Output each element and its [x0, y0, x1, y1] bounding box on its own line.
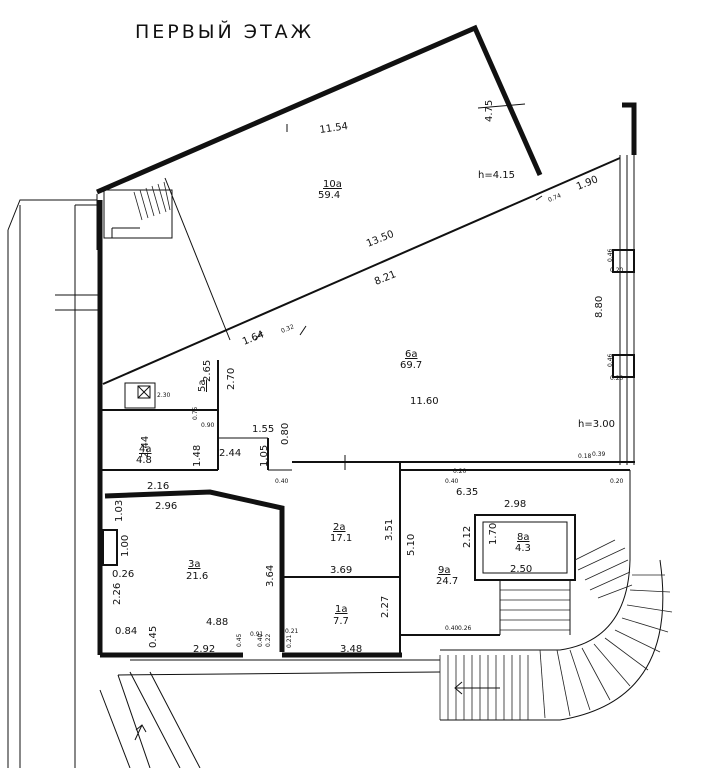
- dim-label: 1.70: [488, 523, 499, 545]
- dim-label: 11.54: [319, 121, 349, 136]
- small-markings: 0.32 0.74 0.46 0.20 0.46 0.20 0.39 0.18 …: [236, 192, 624, 648]
- room-3a-label: 3а 21.6: [186, 559, 208, 582]
- dim-label: 2.96: [155, 501, 177, 512]
- small-label: 0.20: [453, 468, 467, 475]
- small-label: 0.20: [610, 375, 624, 382]
- dim-label: 2.44: [140, 436, 151, 458]
- entrance-steps: [439, 655, 529, 720]
- dim-label: 1.55: [252, 424, 274, 435]
- dim-label: 4.88: [206, 617, 228, 628]
- dim-label: 0.80: [280, 423, 291, 445]
- dim-label: 2.50: [510, 564, 532, 575]
- dim-label: 0.45: [148, 626, 159, 648]
- small-label: 0.18: [578, 453, 592, 460]
- room-5a-label: 5а: [197, 380, 208, 393]
- dim-label: 6.35: [456, 487, 478, 498]
- dim-label: 11.60: [410, 396, 439, 407]
- dim-label: 2.44: [219, 448, 241, 459]
- dimension-ticks: [254, 103, 543, 341]
- dim-label: 1.64: [241, 329, 266, 348]
- small-label: 0.32: [280, 323, 295, 335]
- bottom-left-ramp: [99, 659, 441, 768]
- dim-label: 2.98: [504, 499, 526, 510]
- dim-label: 3.69: [330, 565, 352, 576]
- small-label: 0.20: [610, 267, 624, 274]
- dim-label: 0.75: [192, 406, 199, 420]
- room-1a-label: 1а 7.7: [333, 604, 349, 627]
- room-10-walls: [96, 24, 621, 385]
- dim-label: 0.84: [115, 626, 137, 637]
- room-1a-number: 1а: [335, 604, 348, 615]
- small-label: 0.40: [445, 625, 459, 632]
- dim-label: 2.27: [380, 596, 391, 618]
- room-10a-number: 10а: [323, 179, 342, 190]
- room-10a-height: h=4.15: [478, 170, 515, 181]
- dim-label: 0.26: [112, 569, 134, 580]
- dim-label: 2.30: [157, 392, 171, 399]
- dim-label: 8.21: [373, 269, 398, 288]
- dim-label: 1.00: [120, 535, 131, 557]
- small-label: 0.39: [592, 451, 606, 458]
- room-2a-label: 2а 17.1: [330, 522, 352, 544]
- dim-label: 13.50: [365, 229, 396, 250]
- interior-walls: [100, 360, 635, 658]
- dim-label: 2.92: [193, 644, 215, 655]
- room-6a-area: 69.7: [400, 360, 422, 371]
- dim-label: 5.10: [406, 534, 417, 556]
- small-label: 0.46: [607, 353, 614, 367]
- small-label: 0.91: [250, 631, 264, 638]
- room-9a-area: 24.7: [436, 576, 458, 587]
- room-2a-number: 2а: [333, 522, 346, 533]
- room-2a-area: 17.1: [330, 533, 352, 544]
- room-3a-area: 21.6: [186, 571, 208, 582]
- room-8a-number: 8а: [517, 532, 530, 543]
- dim-label: 1.05: [259, 445, 270, 467]
- small-label: 0.45: [236, 633, 243, 647]
- dim-label: 2.26: [112, 583, 123, 605]
- small-label: 0.22: [265, 633, 272, 647]
- dim-label: 3.48: [340, 644, 362, 655]
- dim-label: 1.48: [192, 445, 203, 467]
- room-1a-area: 7.7: [333, 616, 349, 627]
- room-4a-area: 4.8: [136, 455, 152, 466]
- room-3a-number: 3а: [188, 559, 201, 570]
- top-staircase: [103, 181, 173, 239]
- dim-label: 8.80: [594, 296, 605, 318]
- room-10a-label: 10а 59.4: [318, 179, 342, 201]
- room-9a-label: 9а 24.7: [436, 565, 458, 587]
- dim-label: 2.12: [462, 526, 473, 548]
- dim-label: 1.03: [114, 500, 125, 522]
- small-label: 0.40: [445, 478, 459, 485]
- room-6a-label: 6а 69.7: [400, 349, 422, 371]
- plan-title: ПЕРВЫЙ ЭТАЖ: [135, 20, 314, 43]
- room-6a-height: h=3.00: [578, 419, 615, 430]
- small-label: 0.40: [275, 478, 289, 485]
- small-label: 0.21: [285, 628, 299, 635]
- dim-label: 2.70: [226, 368, 237, 390]
- dim-label: 3.51: [384, 519, 395, 541]
- room-9a-number: 9а: [438, 565, 451, 576]
- room-6a-number: 6а: [405, 349, 418, 360]
- small-label: 0.26: [458, 625, 472, 632]
- small-label: 0.40: [257, 633, 264, 647]
- dim-label: 3.64: [265, 565, 276, 587]
- room-8a-area: 4.3: [515, 543, 531, 554]
- room-4a-number: 4а: [139, 444, 152, 455]
- small-label: 0.46: [607, 248, 614, 262]
- dim-label: 0.90: [201, 422, 215, 429]
- dim-label: 4.75: [484, 100, 495, 122]
- room-5a-number: 5а: [197, 380, 208, 393]
- dim-label: 2.65: [202, 360, 213, 382]
- curved-staircase: [440, 539, 673, 721]
- room-4a-label: 4а 4.8: [136, 444, 152, 466]
- small-label: 0.21: [286, 634, 293, 648]
- right-wall: [612, 102, 637, 465]
- left-walls: [7, 199, 103, 768]
- small-label: 0.74: [547, 192, 562, 204]
- small-label: 0.20: [610, 478, 624, 485]
- room-10a-area: 59.4: [318, 190, 340, 201]
- room-8a-label: 8а 4.3: [515, 532, 531, 554]
- dim-label: 2.16: [147, 481, 169, 492]
